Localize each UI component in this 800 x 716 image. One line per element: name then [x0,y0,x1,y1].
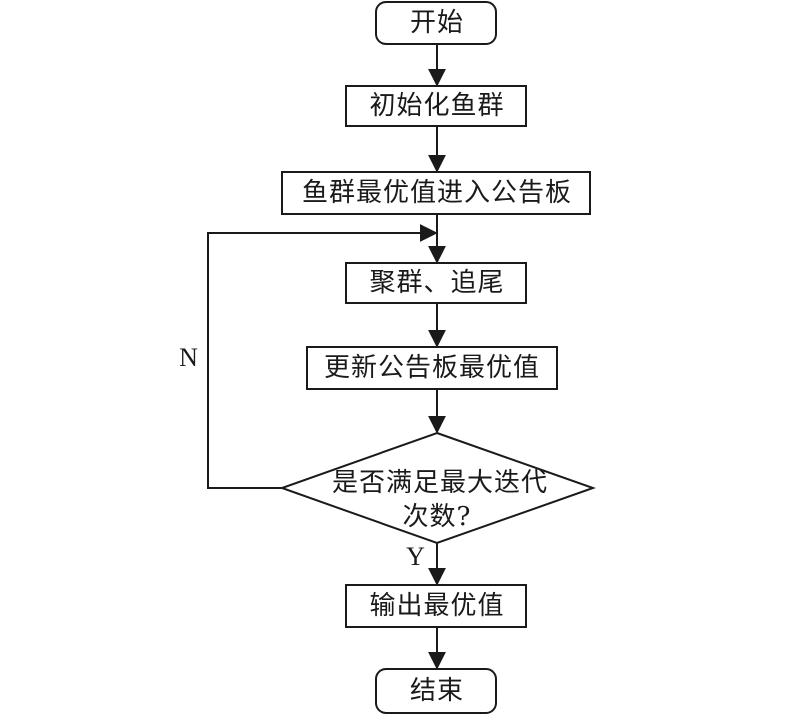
update-board-box [306,346,558,390]
decision-label-line2: 次数? [402,502,472,532]
end-label: 结束 [409,676,465,706]
no-branch-label: N [179,343,199,372]
loop-back-line [207,224,438,489]
start-label: 开始 [409,8,465,38]
init-label: 初始化鱼群 [369,91,505,121]
update-board-label: 更新公告板最优值 [323,353,541,383]
board-init-label: 鱼群最优值进入公告板 [301,178,573,208]
swarm-follow-box [345,262,527,304]
swarm-follow-label: 聚群、追尾 [369,268,505,298]
output-label: 输出最优值 [369,591,505,621]
init-box [345,85,527,127]
decision-label-line1: 是否满足最大迭代 [331,468,549,498]
yes-branch-label: Y [406,542,426,571]
